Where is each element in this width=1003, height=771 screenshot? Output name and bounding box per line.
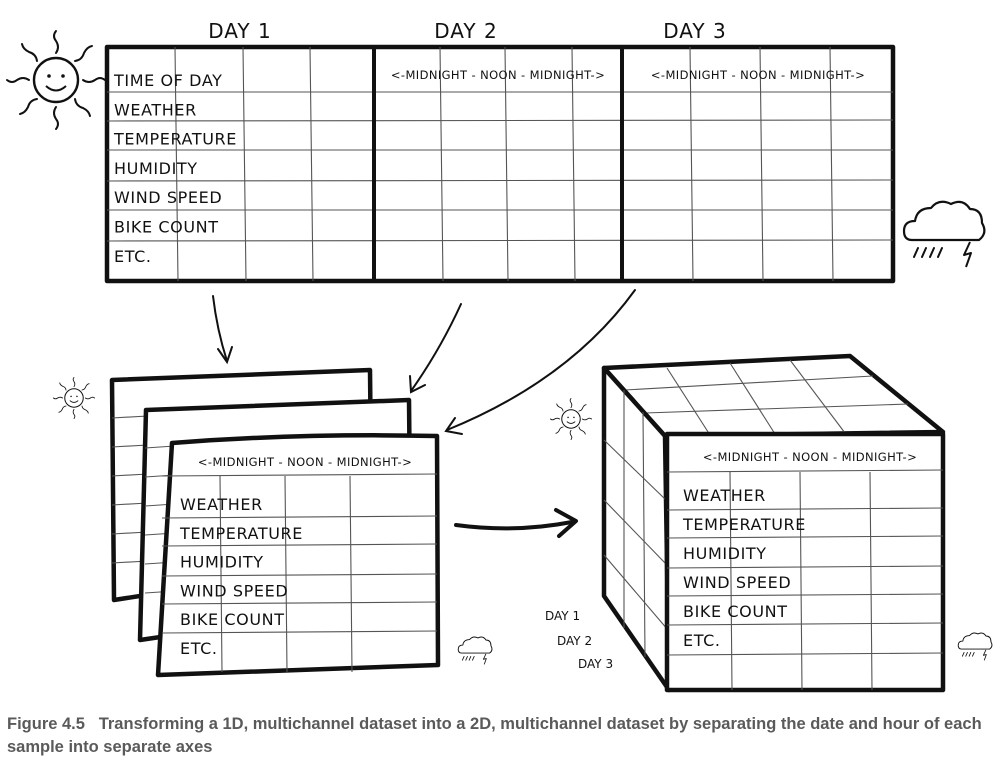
transform-arrow — [454, 508, 578, 538]
grid-line — [666, 507, 944, 511]
grid-line — [439, 46, 444, 282]
row-label: BIKE COUNT — [114, 218, 219, 237]
feature-label: BIKE COUNT — [683, 602, 788, 621]
grid-line — [689, 46, 694, 282]
data-cube: <-MIDNIGHT - NOON - MIDNIGHT-> WEATHER TE… — [545, 353, 946, 693]
cube-time-axis: <-MIDNIGHT - NOON - MIDNIGHT-> — [703, 450, 917, 464]
cube-feature-labels: WEATHER TEMPERATURE HUMIDITY WIND SPEED BIKE… — [682, 486, 806, 650]
row-label: WIND SPEED — [114, 188, 222, 207]
day-2-time-axis: <-MIDNIGHT - NOON - MIDNIGHT-> — [391, 68, 605, 82]
figure-caption: Figure 4.5 Transforming a 1D, multichann… — [7, 713, 999, 759]
grid-line — [666, 593, 944, 597]
day-2-header: DAY 2 — [434, 19, 497, 43]
sheet-time-axis: <-MIDNIGHT - NOON - MIDNIGHT-> — [198, 455, 412, 469]
feature-label: WEATHER — [683, 486, 766, 505]
grid-line — [666, 565, 944, 569]
caption-text: Transforming a 1D, multichannel dataset … — [7, 715, 982, 756]
sun-icon — [5, 29, 107, 131]
feature-label: TEMPERATURE — [179, 524, 303, 543]
feature-label: WEATHER — [180, 495, 263, 514]
grid-line — [349, 475, 353, 673]
grid-line — [309, 46, 314, 282]
grid-line — [161, 543, 438, 547]
feature-label: BIKE COUNT — [180, 610, 285, 629]
storm-cloud-icon — [457, 636, 493, 665]
grid-line — [161, 473, 438, 477]
grid-line — [161, 515, 438, 519]
day-table-grid — [106, 46, 894, 282]
grid-line — [219, 475, 223, 673]
cube-day-label: DAY 1 — [545, 609, 580, 623]
day-1-row-labels: TIME OF DAY WEATHER TEMPERATURE HUMIDITY WIN… — [113, 71, 237, 266]
stacked-day-sheets: <-MIDNIGHT - NOON - MIDNIGHT-> WEATHER TE… — [109, 367, 441, 678]
sun-icon — [549, 397, 593, 441]
arrows-to-stack — [212, 289, 636, 435]
feature-label: TEMPERATURE — [682, 515, 806, 534]
grid-line — [161, 630, 438, 634]
grid-line — [106, 119, 894, 122]
grid-line — [284, 475, 288, 673]
grid-line — [666, 535, 944, 539]
day-1-header: DAY 1 — [208, 19, 271, 43]
figure-number: Figure 4.5 — [7, 715, 85, 733]
cube-day-label: DAY 2 — [557, 634, 592, 648]
row-label: HUMIDITY — [114, 159, 198, 178]
cube-day-label: DAY 3 — [578, 657, 613, 671]
top-day-tables: DAY 1 DAY 2 DAY 3 TIME OF DAY WEATHER TEMP… — [104, 19, 896, 284]
feature-label: HUMIDITY — [180, 553, 264, 572]
grid-line — [829, 46, 834, 282]
sheet-day-3 — [155, 433, 441, 678]
row-label: ETC. — [114, 247, 152, 266]
grid-line — [571, 46, 576, 282]
grid-line — [161, 601, 438, 605]
feature-label: ETC. — [683, 631, 721, 650]
day-3-time-axis: <-MIDNIGHT - NOON - MIDNIGHT-> — [651, 68, 865, 82]
feature-label: HUMIDITY — [683, 544, 767, 563]
row-label: WEATHER — [114, 100, 197, 119]
grid-line — [799, 471, 803, 691]
storm-cloud-icon — [902, 200, 986, 269]
day-3-header: DAY 3 — [663, 19, 726, 43]
grid-line — [729, 471, 733, 691]
grid-line — [161, 573, 438, 577]
grid-line — [666, 469, 944, 473]
grid-line — [869, 471, 873, 691]
row-label: TIME OF DAY — [113, 71, 223, 90]
grid-line — [666, 652, 944, 656]
storm-cloud-icon — [957, 632, 993, 661]
cube-front-face — [664, 431, 946, 693]
row-label: TEMPERATURE — [113, 130, 237, 149]
sheet-feature-labels: WEATHER TEMPERATURE HUMIDITY WIND SPEED BIKE… — [179, 495, 303, 658]
grid-line — [174, 46, 179, 282]
feature-label: ETC. — [180, 639, 218, 658]
grid-line — [666, 622, 944, 626]
feature-label: WIND SPEED — [683, 573, 791, 592]
grid-line — [504, 46, 509, 282]
grid-line — [759, 46, 764, 282]
day-table-outline — [104, 44, 896, 284]
grid-line — [242, 46, 247, 282]
sun-icon — [52, 376, 96, 420]
diagram-canvas: DAY 1 DAY 2 DAY 3 TIME OF DAY WEATHER TEMP… — [5, 19, 993, 693]
feature-label: WIND SPEED — [180, 581, 288, 600]
